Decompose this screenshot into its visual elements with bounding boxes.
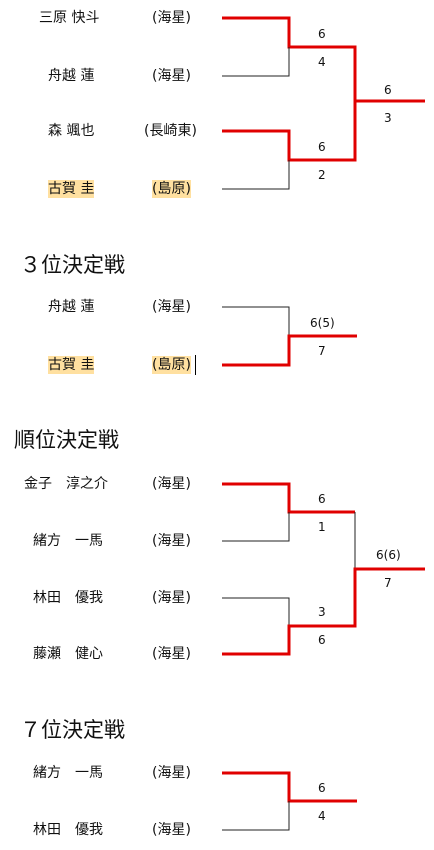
bracket-lines-7th (222, 771, 357, 831)
player-school: (海星) (152, 590, 191, 606)
bracket-line-loser (222, 597, 290, 626)
score: 6 (318, 140, 326, 154)
score: 3 (384, 111, 392, 125)
score: 7 (318, 344, 326, 358)
bracket-lines-main (222, 16, 425, 190)
score: 6 (318, 492, 326, 506)
score: 4 (318, 809, 326, 823)
section-title: ３位決定戦 (20, 253, 125, 277)
score: 4 (318, 55, 326, 69)
player-name: 藤瀬 健心 (33, 646, 103, 662)
player-school: (海星) (152, 533, 191, 549)
bracket-line-loser (222, 160, 290, 190)
score: 7 (384, 576, 392, 590)
bracket-line-winner (222, 16, 425, 103)
bracket-line-loser (222, 306, 290, 336)
player-name: 舟越 蓮 (48, 68, 95, 84)
score: 6(6) (376, 548, 401, 562)
player-name: 金子 淳之介 (24, 476, 108, 492)
score: 6 (318, 781, 326, 795)
score: 2 (318, 168, 326, 182)
score: 3 (318, 605, 326, 619)
score: 6 (318, 633, 326, 647)
score: 6 (318, 27, 326, 41)
player-school: (海星) (152, 646, 191, 662)
bracket-line-loser (222, 47, 290, 77)
bracket-line-winner (222, 771, 357, 803)
player-name: 緒方 一馬 (33, 533, 103, 549)
bracket-lines-3rd (222, 306, 357, 367)
score: 6(5) (310, 316, 335, 330)
section-title: 順位決定戦 (14, 428, 119, 452)
player-name: 林田 優我 (33, 590, 103, 606)
player-school: (海星) (152, 10, 191, 26)
player-school: (長崎東) (144, 123, 197, 139)
player-name: 舟越 蓮 (48, 299, 95, 315)
text-cursor (195, 355, 196, 375)
bracket-line-winner (222, 101, 357, 162)
bracket-line-winner (222, 567, 425, 656)
section-title: ７位決定戦 (20, 718, 125, 742)
player-school-highlighted: (島原) (152, 356, 191, 374)
player-school: (海星) (152, 68, 191, 84)
player-name: 緒方 一馬 (33, 765, 103, 781)
player-name: 林田 優我 (33, 822, 103, 838)
score: 6 (384, 83, 392, 97)
score: 1 (318, 520, 326, 534)
bracket-line-loser (222, 512, 290, 542)
player-school: (海星) (152, 822, 191, 838)
player-name-highlighted: 古賀 圭 (48, 356, 95, 374)
player-school: (海星) (152, 476, 191, 492)
player-name: 森 颯也 (48, 123, 95, 139)
bracket-line-winner (222, 334, 357, 367)
player-school: (海星) (152, 299, 191, 315)
player-name: 三原 快斗 (39, 10, 100, 26)
player-name-highlighted: 古賀 圭 (48, 180, 95, 198)
bracket-line-winner (222, 482, 355, 514)
bracket-lines-ranking (222, 482, 425, 656)
bracket-line-loser (222, 801, 290, 831)
player-school: (海星) (152, 765, 191, 781)
player-school-highlighted: (島原) (152, 180, 191, 198)
